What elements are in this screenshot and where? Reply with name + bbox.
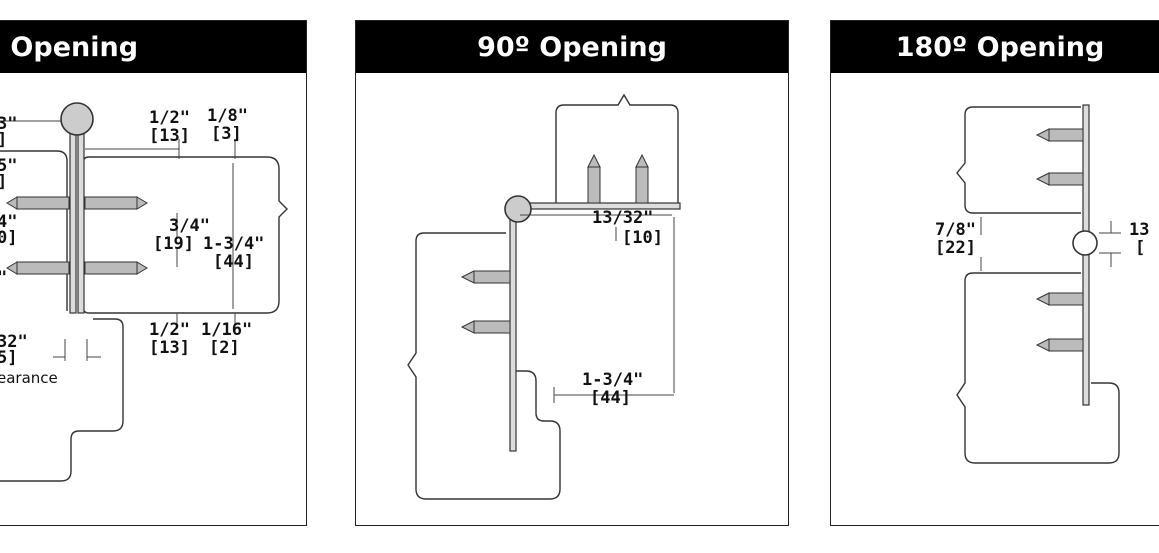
screws-lower	[460, 270, 511, 334]
jamb-outline	[0, 318, 124, 482]
label-sixteenth-inch: 1/16"	[201, 320, 252, 340]
hinge-knuckle	[60, 102, 94, 136]
screw-bottom	[6, 261, 148, 275]
panel-title: 0º Opening	[0, 21, 306, 73]
screw-top	[6, 196, 148, 210]
hinge-leaf-left	[69, 130, 77, 314]
frame-outline	[0, 150, 68, 311]
label-19: [19]	[153, 234, 194, 254]
upper-door-outline	[956, 106, 1081, 214]
panel-180-degree-opening: 180º Opening 7/8" [22] 13 [	[830, 20, 1159, 526]
panel-90-degree-opening: 90º Opening 13/32" [10] 1-3/4" [44]	[355, 20, 789, 526]
label-eighth-inch: 1/8"	[207, 106, 248, 126]
label-10: [10]	[622, 228, 663, 248]
label-three-quarter: 3/4"	[169, 216, 210, 236]
label-bracket-fragment: [	[1135, 238, 1145, 258]
hinge-diagram-180-degree: 7/8" [22] 13 [	[935, 104, 1149, 464]
screws-upper	[587, 153, 649, 204]
label-13-fragment: 13	[1129, 220, 1149, 240]
panel-title: 180º Opening	[831, 21, 1159, 73]
label-22: [22]	[935, 238, 976, 258]
label-1-3-4: 1-3/4"	[582, 370, 643, 390]
label-quote-fragment: "	[0, 268, 7, 288]
label-32-fragment: 32"	[0, 332, 28, 352]
label-bracket-fragment-2: ]	[0, 172, 7, 192]
screws-lower	[1035, 292, 1084, 352]
hinge-knuckle	[504, 195, 532, 223]
frame-outline	[555, 93, 679, 205]
panel-0-degree-opening: 0º Opening 1/2" [13] 1/8" [3] 3/4"	[0, 20, 307, 526]
label-0-fragment: 0]	[0, 228, 17, 248]
label-5-fragment-2: 5"	[0, 156, 17, 176]
label-3-fragment: 3"	[0, 114, 17, 134]
dimension-lines	[980, 217, 1121, 271]
label-1-3-4: 1-3/4"	[203, 234, 264, 254]
hinge-diagram-0-degree: 1/2" [13] 1/8" [3] 3/4" [19] 1-3/4" [44]…	[0, 102, 288, 482]
label-13-bottom: [13]	[149, 338, 190, 358]
dimension-lines	[520, 214, 675, 403]
hinge-leaf-vertical	[509, 216, 517, 452]
label-13-32: 13/32"	[592, 208, 653, 228]
label-half-inch-bottom: 1/2"	[149, 320, 190, 340]
door-outline	[407, 232, 561, 500]
label-13-top: [13]	[149, 126, 190, 146]
label-5-fragment: 5]	[0, 348, 17, 368]
hinge-diagram-90-degree: 13/32" [10] 1-3/4" [44]	[407, 93, 681, 500]
panel-title: 90º Opening	[356, 21, 788, 73]
dimension-lines	[53, 139, 236, 361]
label-44: [44]	[590, 388, 631, 408]
lower-door-outline	[956, 272, 1120, 464]
label-2: [2]	[209, 338, 240, 358]
label-44: [44]	[213, 252, 254, 272]
label-bracket-fragment-1: ]	[0, 130, 7, 150]
label-clearance-fragment: earance	[0, 369, 58, 387]
label-7-8: 7/8"	[935, 220, 976, 240]
screws-upper	[1035, 128, 1084, 186]
label-3: [3]	[211, 124, 242, 144]
hinge-knuckle	[1072, 230, 1098, 256]
label-4-fragment: 4"	[0, 212, 17, 232]
hinge-leaf-right	[77, 130, 85, 314]
label-half-inch-top: 1/2"	[149, 108, 190, 128]
